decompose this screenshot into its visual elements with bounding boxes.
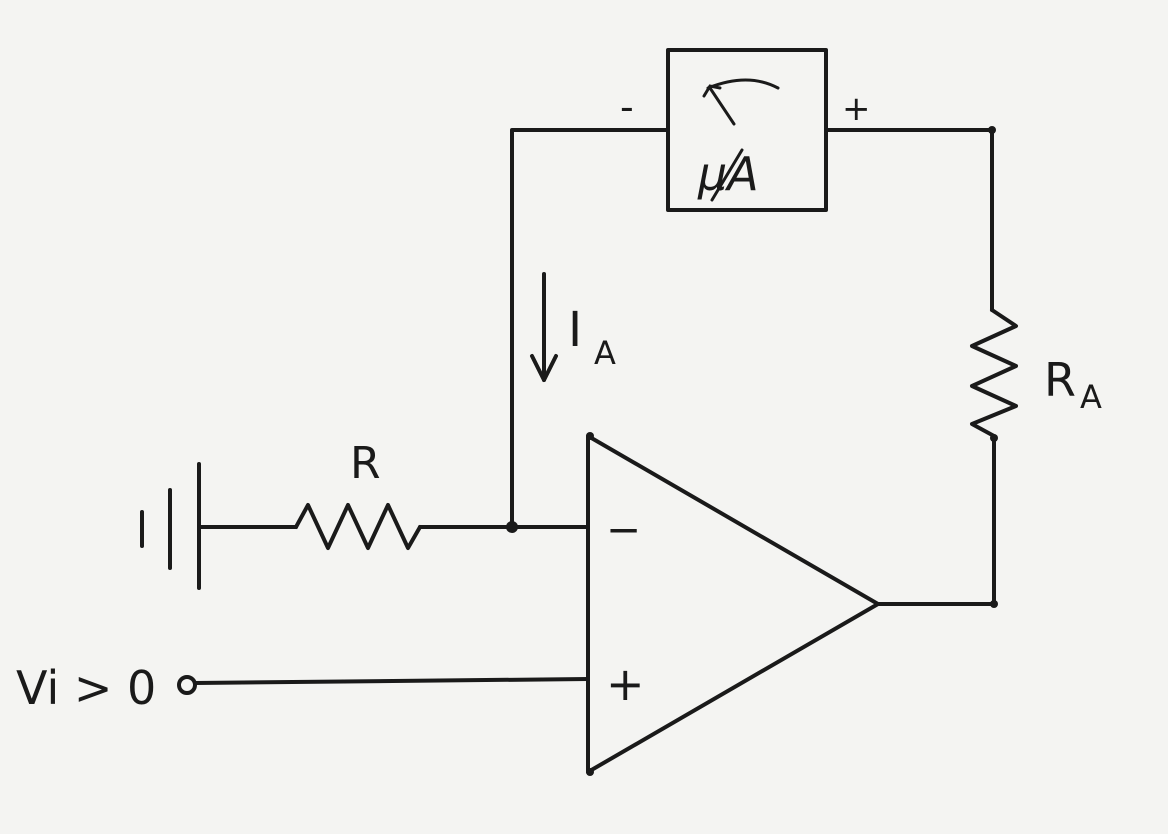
battery-symbol	[140, 462, 201, 590]
input-terminal	[177, 675, 197, 695]
wire-ra-output	[876, 436, 996, 606]
label-opamp-plus: +	[606, 657, 645, 711]
wire-feedback-right	[824, 128, 994, 312]
label-resistor-r: R	[350, 438, 381, 489]
resistor-r	[294, 503, 422, 550]
wire-feedback-left	[510, 128, 670, 529]
label-meter: μA	[697, 147, 759, 201]
label-opamp-minus: −	[606, 505, 641, 554]
label-meter-plus: +	[842, 89, 871, 129]
label-resistor-ra: R	[1044, 353, 1076, 407]
opamp	[586, 434, 880, 774]
resistor-ra	[970, 308, 1018, 438]
label-current: I	[568, 302, 582, 358]
label-meter-minus: -	[620, 85, 634, 129]
label-current-sub: A	[594, 334, 616, 372]
label-input: Vi > 0	[16, 661, 156, 715]
meter-needle-icon	[706, 78, 780, 90]
current-arrow-icon	[530, 272, 558, 382]
label-resistor-ra-sub: A	[1080, 378, 1102, 416]
wire-input	[193, 677, 590, 685]
